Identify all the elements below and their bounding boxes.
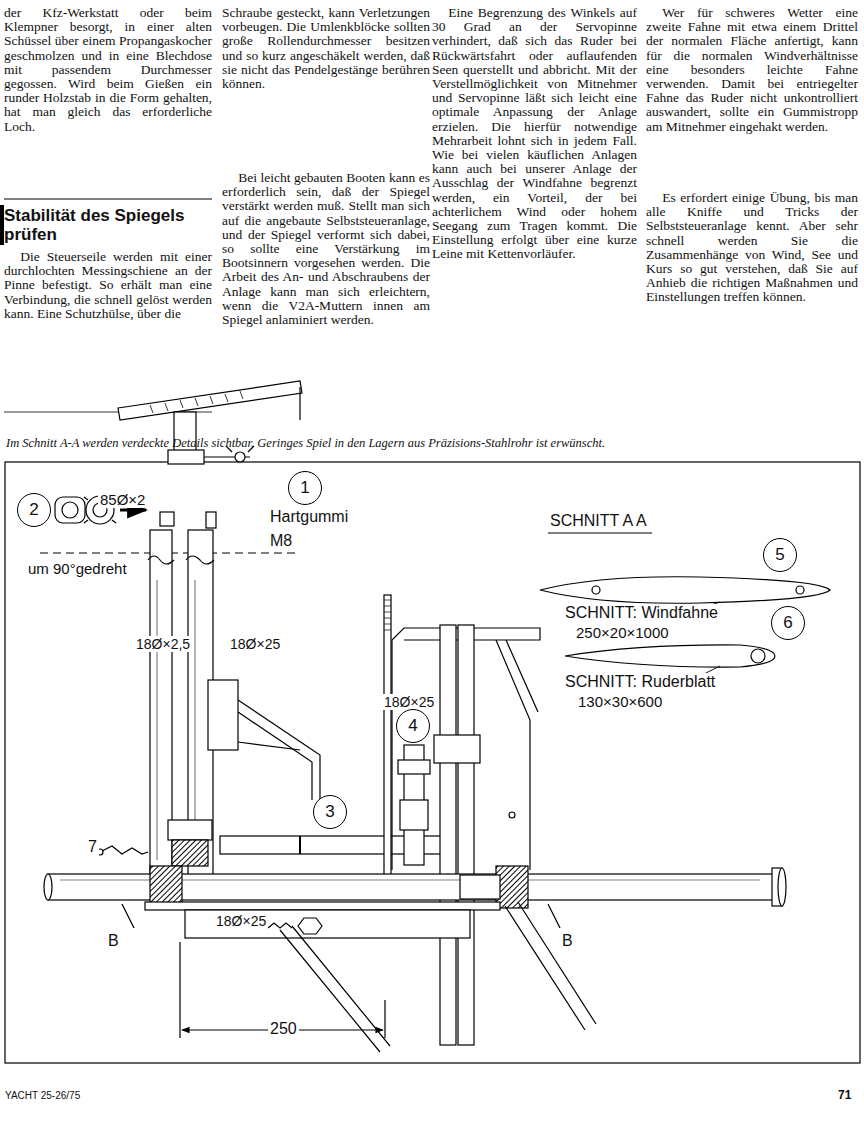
callout-text: 4 [408,716,417,736]
threaded-rod [384,595,391,875]
section-heading: Stabilität des Spiegels prüfen [4,206,212,244]
dimension-line [180,942,385,1038]
underline [548,532,652,533]
body-text: der Kfz-Werkstatt oder beim Klempner bes… [4,6,212,134]
callout-text: 3 [325,802,334,822]
callout-text: 6 [783,613,792,633]
body-text: Schraube gesteckt, kann Verletzungen vor… [222,6,430,91]
vane-tubes [148,530,320,875]
frame [5,462,860,1063]
dimension-label: 18Ø×25 [228,636,282,652]
material-label: Hartgummi [268,508,350,526]
callout-number: 2 [17,493,51,527]
crossbar [44,866,786,910]
drive-plate [299,836,301,854]
callout-number: 3 [313,795,347,829]
section-letter: B [106,932,121,950]
side-bar [0,205,4,245]
section-label: SCHNITT: Windfahne [563,604,720,622]
body-text: Wer für schweres Wetter eine zweite Fahn… [646,6,858,134]
dimension-label: 18Ø×2,5 [134,636,192,652]
dimension-label: 85Ø×2 [98,491,147,508]
thread-label: M8 [268,532,294,550]
callout-number: 4 [396,709,430,743]
section-mark [548,904,560,928]
section-label: SCHNITT: Ruderblatt [563,673,717,691]
strut [505,902,596,1030]
nut [298,918,322,934]
rudder-section [565,645,775,676]
callout-number: 6 [771,606,805,640]
section-title: SCHNITT A A [548,512,649,530]
body-text: Es erfordert einige Übung, bis man alle … [646,191,858,305]
body-text: Eine Begrenzung des Winkels auf 30 Grad … [432,6,637,262]
callout-text: 2 [29,500,38,520]
body-text: Die Steuerseile werden mit einer durchlo… [4,250,212,321]
figure-caption: Im Schnitt A-A werden verdeckte Details … [6,436,605,451]
callout-number: 5 [763,538,797,572]
callout-text: 5 [775,545,784,565]
rule [4,198,212,199]
dimension-label: 130×30×600 [576,693,664,710]
body-text: Bei leicht gebauten Booten kann es erfor… [222,171,430,327]
callout-number: 1 [288,471,322,505]
section-mark [122,904,134,928]
lower-bar [185,910,470,938]
dimension-label: 18Ø×25 [382,694,436,710]
note-label: um 90°gedreht [26,560,129,577]
locking-pin [100,846,148,854]
servo-assembly [392,625,540,1045]
section-letter: B [560,932,575,950]
footer-text: YACHT 25-26/75 [5,1090,80,1101]
dimension-label: 18Ø×25 [214,913,268,929]
dimension-label: 250×20×1000 [574,624,671,641]
strut-end [268,923,292,928]
part-number: 7 [86,838,99,856]
dimension-label: 250 [268,1020,299,1038]
page-number: 71 [838,1088,851,1102]
callout-text: 1 [300,478,309,498]
